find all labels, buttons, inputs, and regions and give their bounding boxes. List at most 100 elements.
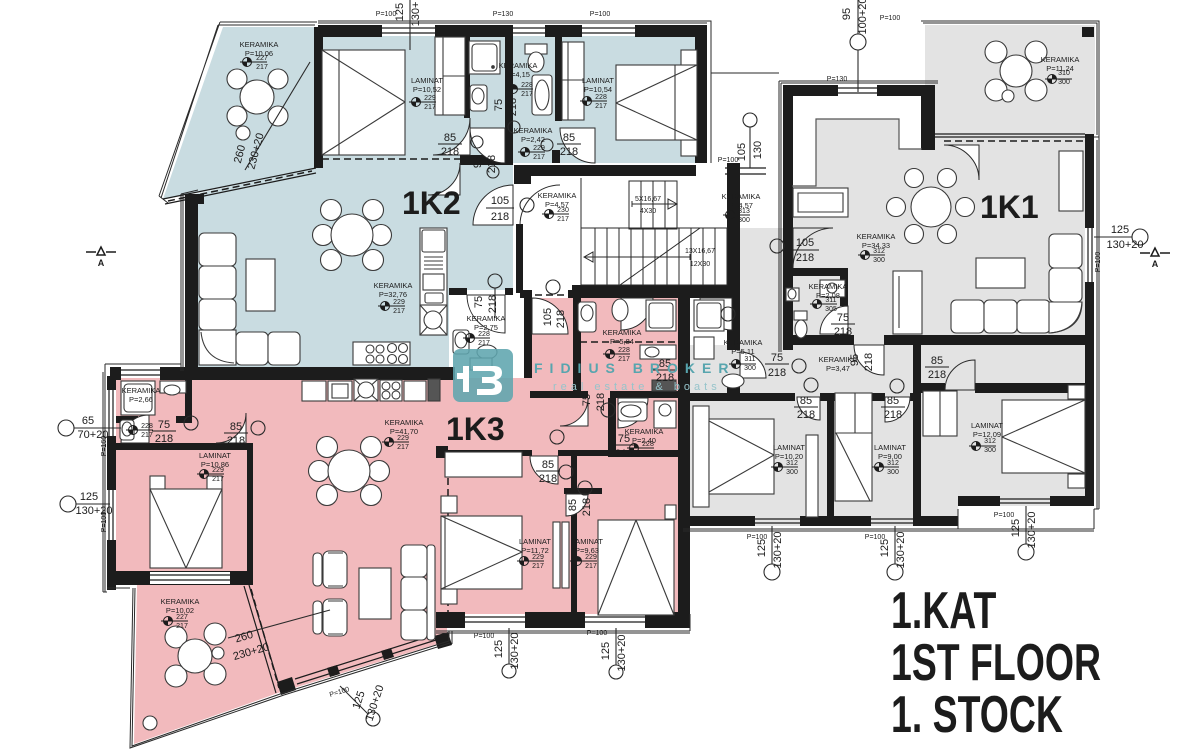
svg-text:130+20: 130+20 [895,531,907,568]
svg-text:218: 218 [797,409,815,421]
svg-text:KERAMIKA: KERAMIKA [819,355,858,364]
svg-text:125: 125 [394,3,406,21]
svg-text:P=10,54: P=10,54 [584,85,612,94]
svg-text:P=2,40: P=2,40 [632,436,656,445]
svg-text:130+20: 130+20 [616,634,628,671]
svg-text:130+20: 130+20 [772,531,784,568]
svg-text:312: 312 [984,438,996,445]
svg-text:125: 125 [879,539,891,557]
svg-text:130: 130 [752,141,764,159]
svg-text:218: 218 [884,409,902,421]
svg-text:KERAMIKA: KERAMIKA [724,338,763,347]
svg-text:KERAMIKA: KERAMIKA [809,282,848,291]
svg-text:218: 218 [615,448,633,460]
svg-text:P=2,42: P=2,42 [521,135,545,144]
svg-text:217: 217 [424,104,436,111]
svg-text:228: 228 [478,331,490,338]
svg-text:217: 217 [478,340,490,347]
svg-text:1. STOCK: 1. STOCK [891,685,1063,744]
svg-text:217: 217 [595,103,607,110]
svg-text:LAMINAT: LAMINAT [773,443,805,452]
svg-text:KERAMIKA: KERAMIKA [240,40,279,49]
svg-text:218: 218 [491,211,509,223]
svg-text:217: 217 [618,356,630,363]
svg-text:229: 229 [393,299,405,306]
svg-text:P=32,76: P=32,76 [379,290,407,299]
svg-text:217: 217 [176,623,188,630]
svg-text:KERAMIKA: KERAMIKA [603,328,642,337]
svg-text:75: 75 [771,352,783,364]
svg-text:229: 229 [397,435,409,442]
svg-text:300: 300 [887,469,899,476]
svg-text:311: 311 [825,297,836,304]
svg-text:260: 260 [232,144,248,165]
svg-text:KERAMIKA: KERAMIKA [385,418,424,427]
svg-text:KERAMIKA: KERAMIKA [374,281,413,290]
svg-text:227: 227 [256,55,268,62]
svg-text:P=10,20: P=10,20 [775,452,803,461]
svg-text:218: 218 [441,146,459,158]
svg-text:KERAMIKA: KERAMIKA [122,386,161,395]
svg-text:217: 217 [141,432,153,439]
svg-text:P=130: P=130 [827,76,848,83]
svg-text:P=2,08: P=2,08 [816,291,840,300]
svg-text:310: 310 [1058,70,1070,77]
svg-text:P=34,33: P=34,33 [862,241,890,250]
svg-text:229: 229 [212,467,224,474]
svg-text:85: 85 [800,395,812,407]
svg-text:217: 217 [212,476,224,483]
svg-text:95: 95 [472,156,484,168]
svg-text:1ST FLOOR: 1ST FLOOR [891,633,1101,692]
svg-text:300: 300 [738,217,750,224]
svg-text:312: 312 [873,248,885,255]
svg-text:LAMINAT: LAMINAT [519,537,551,546]
svg-text:217: 217 [557,216,569,223]
svg-text:218: 218 [863,353,875,371]
svg-text:P=11,24: P=11,24 [1046,64,1074,73]
svg-text:313: 313 [738,208,750,215]
svg-text:217: 217 [256,64,268,71]
svg-text:P=9,63: P=9,63 [575,546,599,555]
svg-text:125: 125 [600,642,612,660]
svg-text:125: 125 [756,539,768,557]
svg-text:1K3: 1K3 [446,411,505,447]
svg-text:65: 65 [82,415,94,427]
svg-text:217: 217 [532,563,544,570]
svg-text:218: 218 [555,310,567,328]
svg-text:P=100: P=100 [376,11,397,18]
svg-text:LAMINAT: LAMINAT [874,443,906,452]
svg-text:LAMINAT: LAMINAT [582,76,614,85]
svg-text:P=10,02: P=10,02 [166,606,194,615]
svg-text:P=11,72: P=11,72 [521,546,549,555]
svg-text:227: 227 [176,614,188,621]
svg-text:P=100: P=100 [590,11,611,18]
svg-text:260: 260 [234,629,255,646]
svg-text:75: 75 [837,312,849,324]
svg-text:130+20: 130+20 [1106,239,1143,251]
svg-text:75: 75 [618,433,630,445]
svg-text:218: 218 [928,369,946,381]
svg-text:P=100: P=100 [718,157,739,164]
svg-text:75: 75 [493,99,505,111]
svg-text:P=130: P=130 [493,11,514,18]
svg-text:218: 218 [768,367,786,379]
svg-text:229: 229 [424,95,436,102]
svg-text:218: 218 [560,146,578,158]
svg-text:P=100: P=100 [994,512,1015,519]
svg-text:228: 228 [618,347,630,354]
svg-text:P=2,66: P=2,66 [129,395,153,404]
svg-text:218: 218 [227,435,245,447]
svg-text:95: 95 [849,354,861,366]
svg-text:P=3,47: P=3,47 [826,364,850,373]
svg-text:218: 218 [595,393,607,411]
svg-text:311: 311 [744,356,755,363]
svg-text:KERAMIKA: KERAMIKA [467,314,506,323]
svg-text:218: 218 [581,498,593,516]
svg-text:85: 85 [230,421,242,433]
svg-text:218: 218 [155,433,173,445]
svg-text:130+20: 130+20 [1026,511,1038,548]
svg-text:218: 218 [834,326,852,338]
svg-text:85: 85 [563,132,575,144]
svg-text:228: 228 [141,423,153,430]
svg-text:230: 230 [557,207,569,214]
